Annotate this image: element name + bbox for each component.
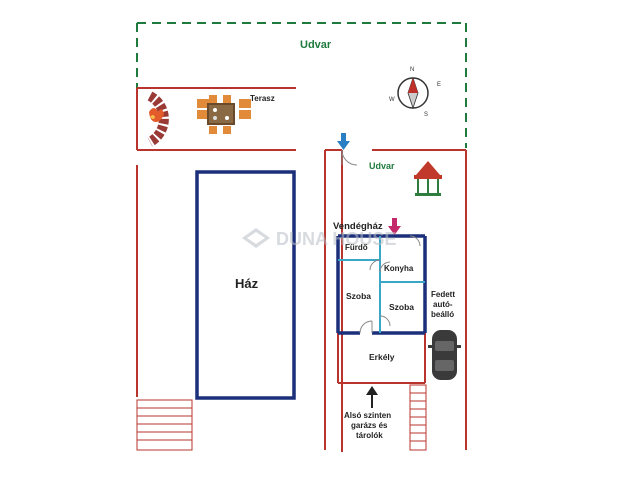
- label-furdo: Fürdő: [345, 243, 368, 252]
- guest-house-inner-walls: [338, 236, 425, 333]
- gazebo-icon: [414, 161, 442, 196]
- up-arrow-icon: [366, 386, 378, 408]
- label-udvar-top: Udvar: [300, 39, 332, 51]
- car-icon: [428, 330, 461, 380]
- label-szoba-left: Szoba: [346, 291, 371, 301]
- label-fedett-1: Fedett: [431, 290, 455, 299]
- label-garage-3: tárolók: [356, 431, 383, 440]
- yard-boundary: [136, 22, 467, 148]
- entry-arrow-pink-icon: [388, 218, 401, 235]
- label-garage-1: Alsó szinten: [344, 411, 391, 420]
- label-szoba-right: Szoba: [389, 302, 414, 312]
- compass-e: E: [437, 82, 441, 88]
- label-haz: Ház: [235, 276, 259, 291]
- label-konyha: Konyha: [384, 264, 414, 273]
- compass-n: N: [410, 67, 414, 73]
- label-terasz: Terasz: [250, 94, 275, 103]
- label-fedett-3: beálló: [431, 310, 454, 319]
- stairs-left: [136, 399, 193, 451]
- label-fedett-2: autó-: [433, 300, 453, 309]
- main-house: [195, 170, 296, 400]
- compass-icon: N E S W: [389, 67, 441, 118]
- label-vendeghaz: Vendégház: [333, 221, 383, 232]
- compass-w: W: [389, 97, 395, 103]
- compass-s: S: [424, 112, 428, 118]
- label-udvar-right: Udvar: [369, 161, 395, 171]
- dining-table-icon: [197, 95, 251, 134]
- label-garage-2: garázs és: [351, 421, 388, 430]
- stairs-right: [409, 384, 427, 451]
- watermark: DUNA HOUSE: [242, 228, 396, 249]
- property-walls: [136, 87, 467, 452]
- fire-pit-icon: [147, 91, 169, 147]
- watermark-text: DUNA HOUSE: [276, 229, 396, 249]
- label-erkely: Erkély: [369, 352, 395, 362]
- door-arcs: [341, 149, 421, 334]
- entry-arrow-blue-icon: [337, 133, 350, 150]
